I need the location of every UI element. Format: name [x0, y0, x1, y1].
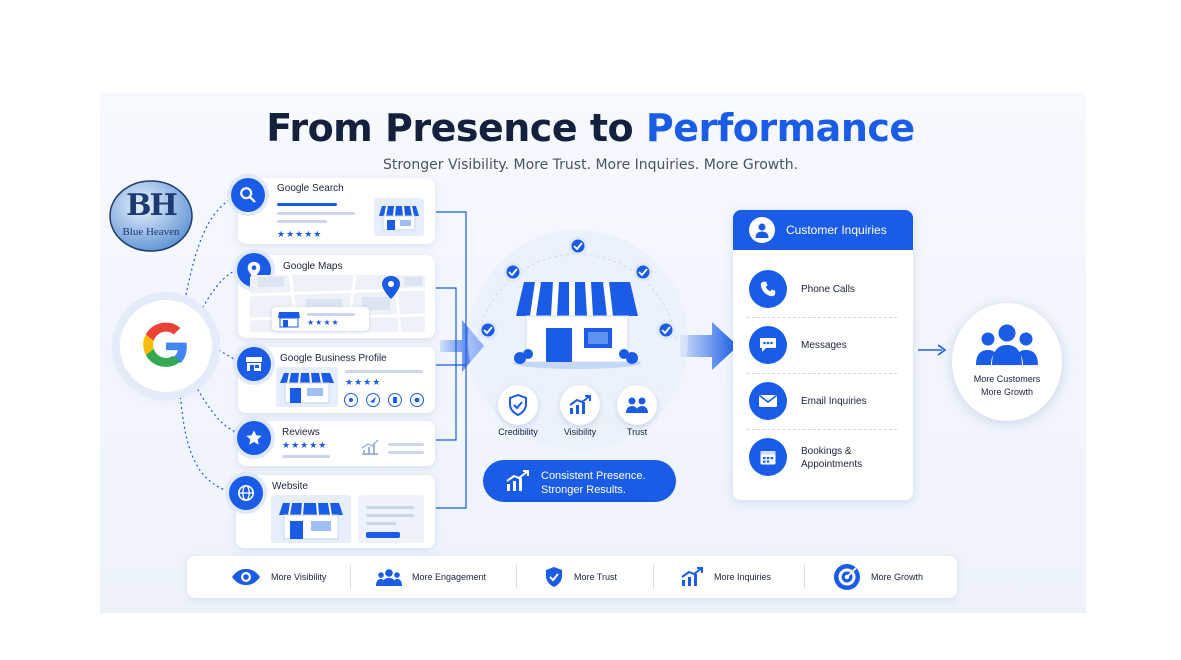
divider [747, 373, 897, 374]
map-store-icon [278, 312, 300, 328]
website-line [366, 506, 414, 509]
group-icon [376, 569, 402, 586]
divider [350, 565, 351, 589]
inquiry-label: Messages [801, 340, 847, 351]
logo-monogram: BH [126, 188, 178, 223]
benefits-bar: More Visibility More Engagement More Tru… [187, 556, 957, 598]
source-label: Google Business Profile [280, 353, 387, 364]
rating-stars: ★★★★ [307, 318, 340, 327]
shield-check-icon [546, 567, 562, 587]
rating-stars: ★★★★ [345, 377, 382, 387]
customer-inquiries-card: Customer Inquiries Phone Calls Messages … [733, 210, 913, 500]
source-label: Website [272, 481, 308, 492]
business-storefront-icon [276, 367, 338, 407]
website-cta-line [366, 532, 400, 538]
source-label: Google Maps [283, 261, 343, 272]
logo-emblem [109, 180, 193, 252]
inquiry-label: Phone Calls [801, 284, 855, 295]
mail-icon [749, 382, 787, 420]
review-line [282, 455, 330, 458]
divider [747, 317, 897, 318]
divider [653, 565, 654, 589]
inquiries-header: Customer Inquiries [733, 210, 913, 250]
website-line [366, 522, 396, 525]
value-label: Credibility [498, 427, 538, 437]
benefit-label: More Trust [574, 572, 618, 582]
benefit-label: More Engagement [412, 572, 487, 582]
google-g-icon [143, 322, 187, 367]
benefit-label: More Growth [871, 572, 924, 582]
store-icon [237, 347, 271, 381]
pill-text: Consistent Presence.Stronger Results. [541, 470, 646, 496]
review-line [388, 443, 424, 446]
growth-chart-icon [506, 470, 529, 491]
shield-check-icon [498, 385, 538, 425]
search-result-line [277, 220, 327, 223]
logo-wordmark: Blue Heaven [122, 226, 180, 238]
search-result-line [277, 203, 337, 206]
review-line [388, 451, 424, 454]
inquiries-title: Customer Inquiries [786, 223, 887, 237]
globe-icon [229, 476, 263, 510]
search-icon [231, 178, 265, 212]
check-icon [478, 236, 676, 340]
blue-heaven-logo: BH Blue Heaven [108, 178, 194, 254]
benefit-label: More Inquiries [714, 572, 772, 582]
customers-group-icon [976, 324, 1038, 365]
chat-icon [749, 326, 787, 364]
profile-line [345, 370, 423, 373]
benefit-item: More Trust [544, 556, 617, 598]
user-icon [749, 217, 775, 243]
website-line [366, 514, 414, 517]
listing-line [307, 313, 355, 316]
benefit-label: More Visibility [271, 572, 327, 582]
value-label: Visibility [563, 427, 597, 437]
benefit-item: More Growth [833, 556, 923, 598]
google-hub [120, 300, 212, 392]
page-subtitle: Stronger Visibility. More Trust. More In… [382, 157, 799, 173]
storefront-thumbnail-icon [374, 198, 424, 236]
central-storefront-icon [513, 281, 641, 369]
consistent-presence-badge: Consistent Presence.Stronger Results. [483, 460, 676, 502]
trend-chart-icon [681, 567, 703, 586]
search-result-line [277, 212, 355, 215]
source-label: Google Search [277, 183, 344, 194]
rating-stars: ★★★★★ [277, 229, 323, 239]
benefit-item: More Visibility [231, 556, 326, 598]
benefit-item: More Engagement [376, 556, 486, 598]
page-title: From Presence to Performance [266, 106, 915, 150]
star-icon [237, 421, 271, 455]
divider [747, 429, 897, 430]
value-label: Trust [626, 427, 648, 437]
source-label: Reviews [282, 427, 320, 438]
profile-action-icons [344, 393, 424, 407]
rating-stars: ★★★★★ [282, 440, 328, 450]
review-chart-icon [361, 439, 379, 455]
divider [804, 565, 805, 589]
people-icon [617, 385, 657, 425]
calendar-icon [749, 438, 787, 476]
trend-chart-icon [560, 385, 600, 425]
eye-icon [232, 569, 260, 585]
benefit-item: More Inquiries [680, 556, 771, 598]
inquiry-label: Email Inquiries [801, 396, 867, 407]
divider [516, 565, 517, 589]
target-icon [834, 564, 860, 590]
phone-icon [749, 270, 787, 308]
website-storefront-icon [271, 495, 351, 543]
inquiry-label: Bookings &Appointments [801, 446, 863, 470]
